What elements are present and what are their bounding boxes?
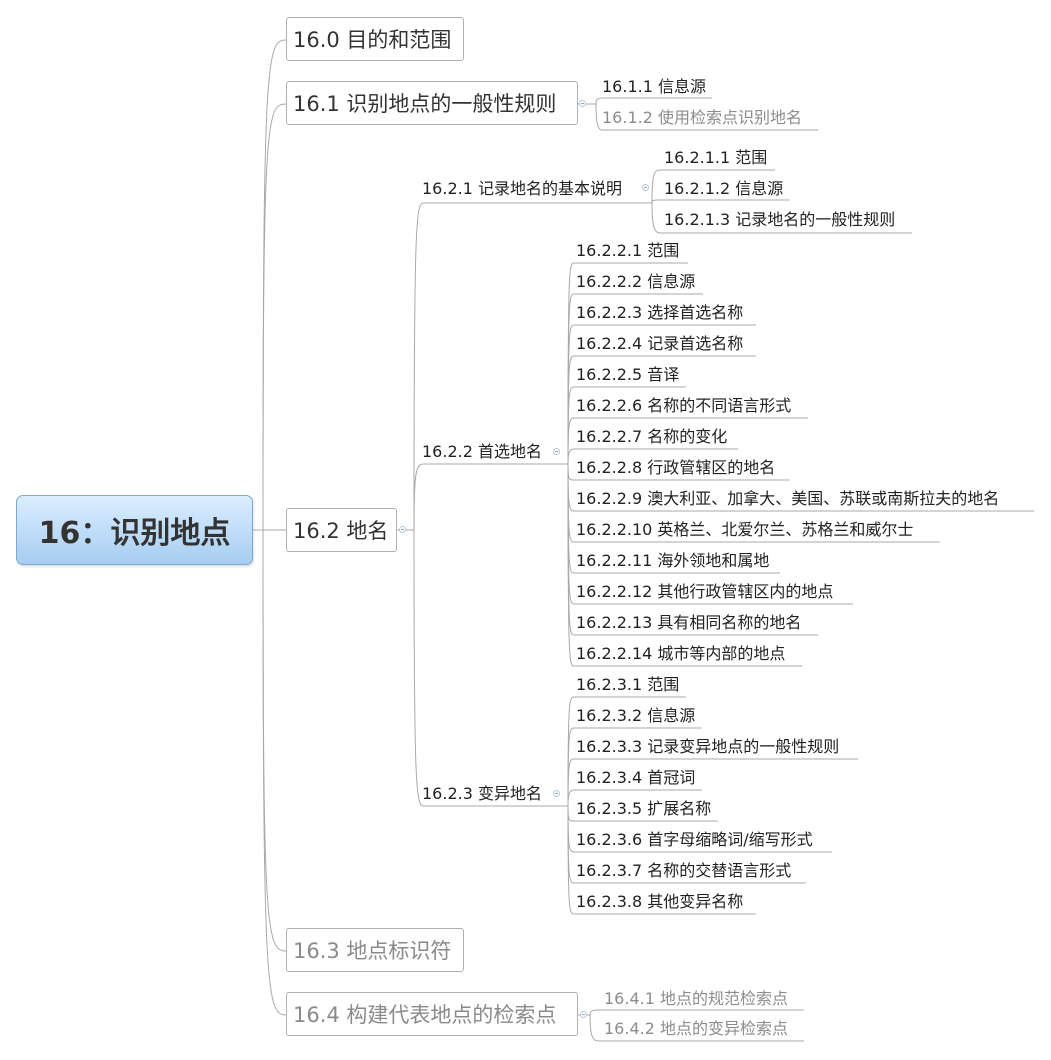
topic-16-0[interactable]: 16.0 目的和范围 — [286, 17, 464, 61]
topic-16-3[interactable]: 16.3 地点标识符 — [286, 928, 464, 972]
topic-16-2-2-10[interactable]: 16.2.2.10 英格兰、北爱尔兰、苏格兰和威尔士 — [576, 520, 914, 539]
collapse-16-1-icon[interactable] — [579, 100, 586, 107]
topic-16-2-3[interactable]: 16.2.3 变异地名 — [422, 784, 542, 803]
topic-16-2-2-14[interactable]: 16.2.2.14 城市等内部的地点 — [576, 644, 786, 663]
collapse-16-2-3-icon[interactable] — [553, 790, 560, 797]
topic-16-2-3-6[interactable]: 16.2.3.6 首字母缩略词/缩写形式 — [576, 830, 813, 849]
topic-16-2-3-1[interactable]: 16.2.3.1 范围 — [576, 675, 680, 694]
topic-16-4-2[interactable]: 16.4.2 地点的变异检索点 — [604, 1019, 788, 1038]
topic-16-2-2-8[interactable]: 16.2.2.8 行政管辖区的地名 — [576, 458, 776, 477]
topic-16-2-3-4[interactable]: 16.2.3.4 首冠词 — [576, 768, 696, 787]
topic-16-2[interactable]: 16.2 地名 — [286, 508, 397, 552]
collapse-16-4-icon[interactable] — [580, 1011, 587, 1018]
topic-16-2-3-8[interactable]: 16.2.3.8 其他变异名称 — [576, 892, 744, 911]
topic-16-2-2-9[interactable]: 16.2.2.9 澳大利亚、加拿大、美国、苏联或南斯拉夫的地名 — [576, 489, 1000, 508]
topic-16-2-1-2[interactable]: 16.2.1.2 信息源 — [664, 179, 784, 198]
topic-16-2-2-5[interactable]: 16.2.2.5 音译 — [576, 365, 680, 384]
topic-16-2-3-2[interactable]: 16.2.3.2 信息源 — [576, 706, 696, 725]
topic-16-1-2[interactable]: 16.1.2 使用检索点识别地名 — [602, 108, 802, 127]
topic-16-2-3-5[interactable]: 16.2.3.5 扩展名称 — [576, 799, 712, 818]
topic-16-2-1[interactable]: 16.2.1 记录地名的基本说明 — [422, 179, 622, 198]
topic-16-2-2-11[interactable]: 16.2.2.11 海外领地和属地 — [576, 551, 770, 570]
topic-16-2-1-3[interactable]: 16.2.1.3 记录地名的一般性规则 — [664, 210, 896, 229]
topic-16-2-2-3[interactable]: 16.2.2.3 选择首选名称 — [576, 303, 744, 322]
collapse-16-2-2-icon[interactable] — [553, 448, 560, 455]
topic-16-2-2-6[interactable]: 16.2.2.6 名称的不同语言形式 — [576, 396, 792, 415]
collapse-16-2-1-icon[interactable] — [642, 184, 649, 191]
topic-16-2-3-3[interactable]: 16.2.3.3 记录变异地点的一般性规则 — [576, 737, 840, 756]
topic-16-2-2-12[interactable]: 16.2.2.12 其他行政管辖区内的地点 — [576, 582, 834, 601]
topic-16-2-1-1[interactable]: 16.2.1.1 范围 — [664, 148, 768, 167]
topic-16-2-2-2[interactable]: 16.2.2.2 信息源 — [576, 272, 696, 291]
topic-16-2-3-7[interactable]: 16.2.3.7 名称的交替语言形式 — [576, 861, 792, 880]
topic-16-4-1[interactable]: 16.4.1 地点的规范检索点 — [604, 989, 788, 1008]
root-topic[interactable]: 16：识别地点 — [16, 495, 253, 565]
topic-16-1[interactable]: 16.1 识别地点的一般性规则 — [286, 81, 578, 125]
topic-16-1-1[interactable]: 16.1.1 信息源 — [602, 77, 706, 96]
topic-16-2-2-4[interactable]: 16.2.2.4 记录首选名称 — [576, 334, 744, 353]
collapse-16-2-icon[interactable] — [399, 526, 406, 533]
topic-16-2-2-1[interactable]: 16.2.2.1 范围 — [576, 241, 680, 260]
topic-16-2-2-13[interactable]: 16.2.2.13 具有相同名称的地名 — [576, 613, 802, 632]
topic-16-2-2[interactable]: 16.2.2 首选地名 — [422, 442, 542, 461]
topic-16-4[interactable]: 16.4 构建代表地点的检索点 — [286, 992, 578, 1036]
topic-16-2-2-7[interactable]: 16.2.2.7 名称的变化 — [576, 427, 728, 446]
